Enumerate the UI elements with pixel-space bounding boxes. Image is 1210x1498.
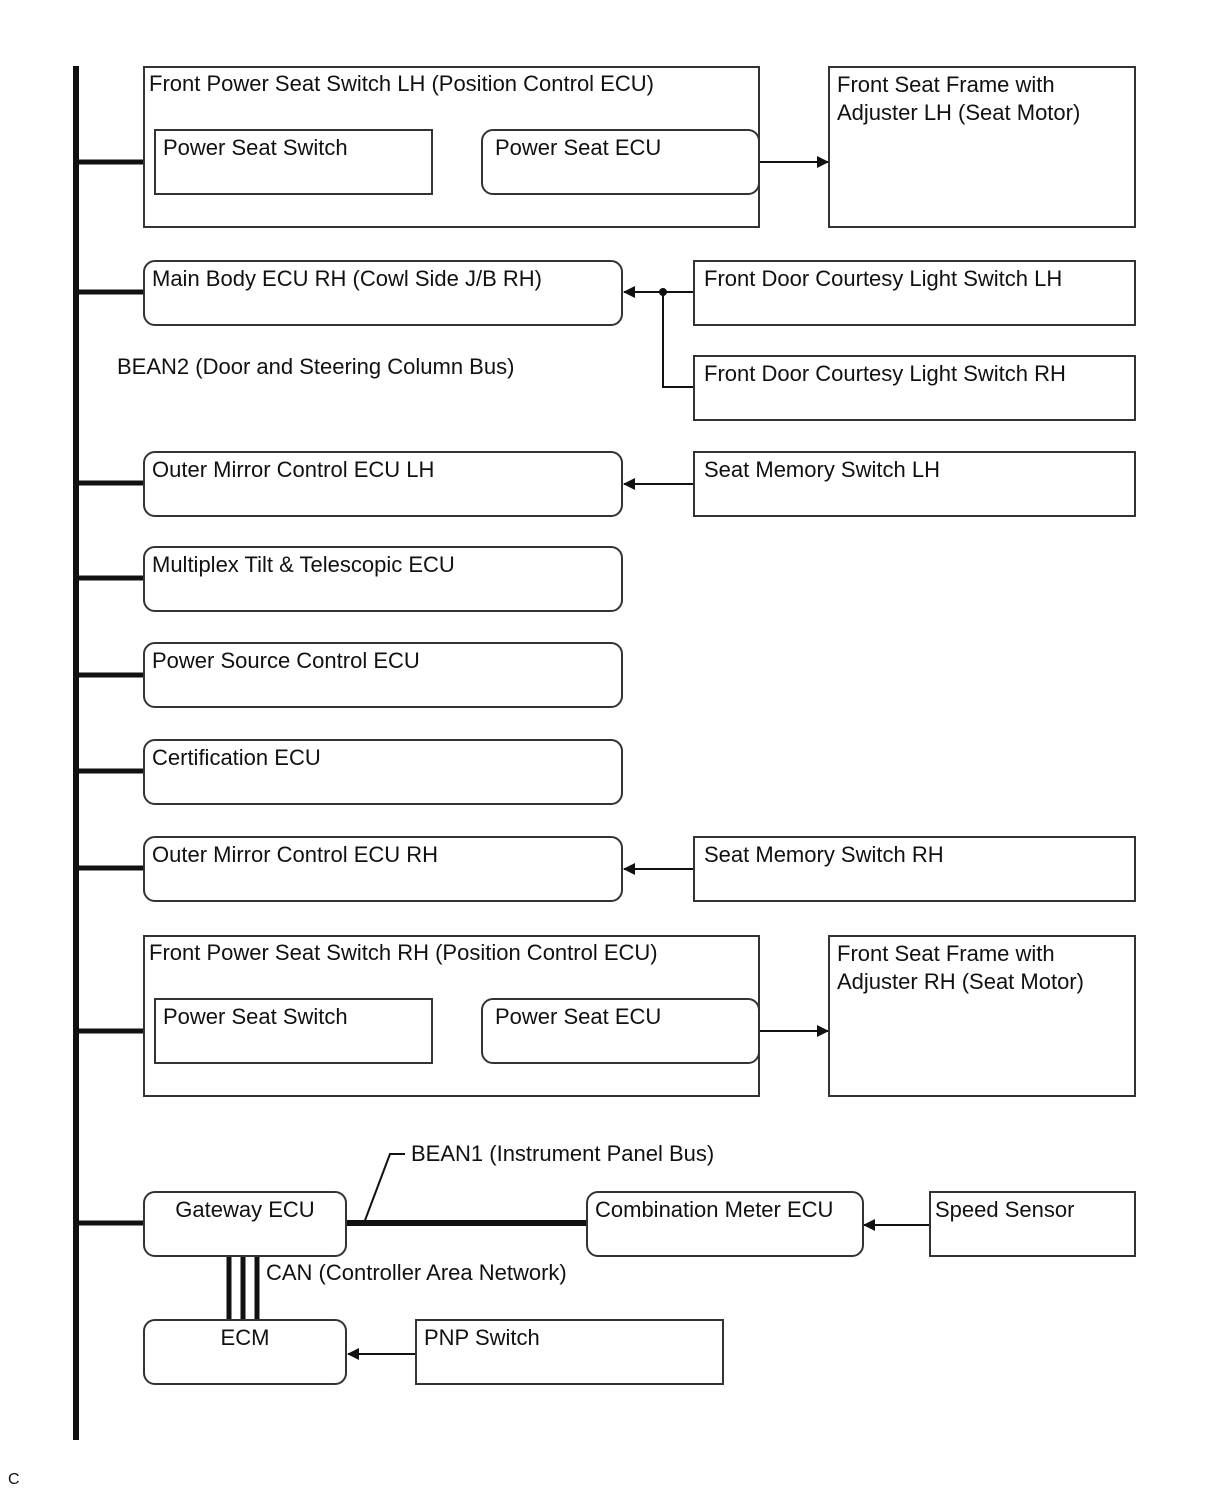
gateway-ecu: Gateway ECU [143, 1191, 347, 1257]
memory-switch-lh: Seat Memory Switch LH [693, 451, 1136, 517]
seat-motor-rh: Front Seat Frame with Adjuster RH (Seat … [828, 935, 1136, 1097]
speed-sensor-label: Speed Sensor [935, 1197, 1075, 1222]
power-seat-switch-rh: Power Seat Switch [154, 998, 433, 1064]
seat-switch-lh-title: Front Power Seat Switch LH (Position Con… [149, 71, 654, 96]
combination-meter-ecu: Combination Meter ECU [586, 1191, 864, 1257]
door-switch-rh-wire [662, 292, 693, 388]
power-seat-switch-rh-label: Power Seat Switch [163, 1004, 348, 1029]
door-switch-rh-label: Front Door Courtesy Light Switch RH [704, 361, 1066, 386]
ecm: ECM [143, 1319, 347, 1385]
pnp-switch-label: PNP Switch [424, 1325, 540, 1350]
pnp-switch: PNP Switch [415, 1319, 724, 1385]
memory-switch-rh: Seat Memory Switch RH [693, 836, 1136, 902]
door-switch-rh: Front Door Courtesy Light Switch RH [693, 355, 1136, 421]
main-body-ecu-label: Main Body ECU RH (Cowl Side J/B RH) [152, 266, 542, 291]
seat-motor-lh: Front Seat Frame with Adjuster LH (Seat … [828, 66, 1136, 228]
power-seat-switch-lh-label: Power Seat Switch [163, 135, 348, 160]
combination-meter-ecu-label: Combination Meter ECU [595, 1197, 834, 1222]
seat-motor-rh-label: Front Seat Frame with Adjuster RH (Seat … [837, 941, 1084, 994]
tilt-telescopic-ecu-label: Multiplex Tilt & Telescopic ECU [152, 552, 455, 577]
ecm-label: ECM [220, 1325, 270, 1350]
junction-dot [659, 288, 667, 296]
power-seat-switch-lh: Power Seat Switch [154, 129, 433, 195]
memory-switch-lh-label: Seat Memory Switch LH [704, 457, 940, 482]
power-seat-ecu-rh: Power Seat ECU [481, 998, 760, 1064]
seat-switch-rh-title: Front Power Seat Switch RH (Position Con… [149, 940, 658, 965]
power-seat-ecu-rh-label: Power Seat ECU [495, 1004, 662, 1029]
power-seat-ecu-lh: Power Seat ECU [481, 129, 760, 195]
door-switch-lh: Front Door Courtesy Light Switch LH [693, 260, 1136, 326]
bean1-label: BEAN1 (Instrument Panel Bus) [411, 1141, 715, 1166]
seat-motor-lh-label: Front Seat Frame with Adjuster LH (Seat … [837, 72, 1081, 125]
gateway-ecu-label: Gateway ECU [175, 1197, 315, 1222]
mirror-ecu-rh-label: Outer Mirror Control ECU RH [152, 842, 439, 867]
mirror-ecu-lh-label: Outer Mirror Control ECU LH [152, 457, 435, 482]
memory-switch-rh-label: Seat Memory Switch RH [704, 842, 944, 867]
certification-ecu: Certification ECU [143, 739, 623, 805]
door-switch-lh-label: Front Door Courtesy Light Switch LH [704, 266, 1063, 291]
speed-sensor: Speed Sensor [929, 1191, 1136, 1257]
power-source-ecu: Power Source Control ECU [143, 642, 623, 708]
mirror-ecu-rh: Outer Mirror Control ECU RH [143, 836, 623, 902]
bean1-leader-line [363, 1153, 405, 1224]
power-source-ecu-label: Power Source Control ECU [152, 648, 420, 673]
can-label: CAN (Controller Area Network) [266, 1260, 567, 1285]
tilt-telescopic-ecu: Multiplex Tilt & Telescopic ECU [143, 546, 623, 612]
main-body-ecu: Main Body ECU RH (Cowl Side J/B RH) [143, 260, 623, 326]
mirror-ecu-lh: Outer Mirror Control ECU LH [143, 451, 623, 517]
power-seat-ecu-lh-label: Power Seat ECU [495, 135, 662, 160]
bean2-label: BEAN2 (Door and Steering Column Bus) [117, 354, 515, 379]
certification-ecu-label: Certification ECU [152, 745, 321, 770]
corner-mark: C [8, 1471, 20, 1488]
